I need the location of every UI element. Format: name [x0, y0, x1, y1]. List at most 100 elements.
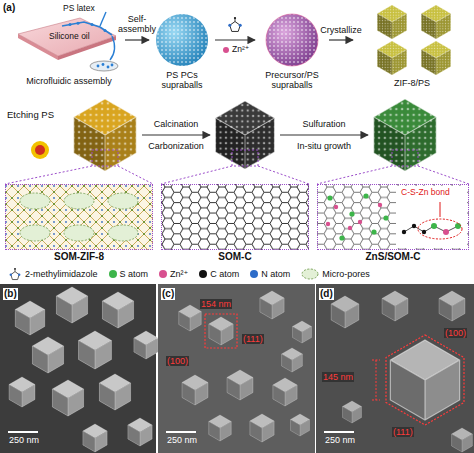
zns-carbon-lattice [396, 186, 467, 248]
annotation-label: 250 nm [324, 435, 356, 445]
sem-image-b [99, 374, 130, 410]
zif-framework [5, 184, 153, 250]
sem-image-b [56, 287, 87, 323]
precursor-supraball [266, 14, 318, 66]
zns-carbon-lattice [358, 220, 362, 224]
zns-carbon-lattice [326, 203, 382, 230]
legend-item: N atom [250, 269, 290, 279]
annotation-label: (100) [444, 328, 467, 338]
node-label: ZnS/SOM-C [312, 251, 474, 263]
detail-box: SOM-C [161, 184, 309, 250]
sem-image-b [15, 301, 44, 335]
precursor-supraball [266, 14, 318, 66]
microfluidic-chip [91, 23, 94, 26]
sem-image-b [0, 284, 156, 453]
sem-image-c [282, 348, 303, 372]
zoom-lines [5, 166, 153, 184]
zns-carbon-lattice [440, 202, 441, 217]
annotation-label: In-situ growth [296, 141, 352, 151]
zif-framework [20, 193, 138, 241]
zif-framework [108, 193, 138, 209]
legend-item: C atom [199, 269, 239, 279]
annotation-label: (d) [319, 288, 334, 300]
imidazole-icon [228, 17, 241, 32]
sem-image-b [9, 287, 158, 452]
legend-icon [8, 267, 22, 281]
legend-label: 2-methylimidazole [25, 269, 98, 279]
legend-item: Micro-pores [301, 267, 370, 281]
sem-image-d [316, 284, 474, 453]
polyhedra [374, 99, 436, 171]
node-label: SOM-ZIF-8 [0, 251, 158, 263]
sem-image-c [273, 378, 297, 406]
node-label: SOM-C [156, 251, 314, 263]
edge-label: Crystallize [320, 25, 362, 35]
legend-item: S atom [109, 269, 149, 279]
microfluidic-chip [18, 12, 118, 71]
zns-carbon-lattice [431, 223, 437, 229]
zns-carbon-lattice [418, 219, 462, 239]
sem-image-c [205, 314, 237, 348]
zoom-lines [92, 150, 118, 166]
zns-carbon-lattice [363, 193, 368, 198]
etching-icon [31, 141, 49, 159]
sem-image-b [52, 380, 83, 416]
process-arrows [142, 134, 210, 135]
microfluidic-chip [77, 22, 80, 25]
microfluidic-chip [69, 23, 72, 26]
legend-swatch [109, 270, 117, 278]
legend-label: Zn²⁺ [170, 269, 188, 279]
edge-label: Self-assembly [114, 14, 160, 35]
polyhedra [74, 99, 436, 171]
annotation-label: C-S-Zn bond [400, 188, 451, 198]
node-label: ZIF-8/PS [354, 78, 470, 88]
zns-carbon-lattice [422, 230, 426, 234]
ps-supraball [156, 14, 208, 66]
annotation-label: (111) [392, 427, 414, 437]
annotation-label: (100) [166, 356, 189, 366]
zif-framework [5, 184, 153, 250]
precursor-supraball [266, 14, 318, 66]
stage-node: PS PCs supraballs [150, 10, 214, 91]
legend-swatch [250, 270, 258, 278]
sem-image-d [331, 296, 359, 328]
annotation-label: PS latex [62, 4, 96, 14]
stage-node: ZIF-8/PS [354, 4, 470, 88]
legend-label: N atom [261, 269, 290, 279]
microfluidic-chip [104, 29, 107, 32]
zoom-lines [317, 166, 469, 184]
zoom-lines [392, 150, 418, 166]
process-arrow [125, 39, 149, 40]
carbon-lattice [161, 184, 309, 250]
legend-item: Zn²⁺ [159, 269, 188, 279]
annotation-label: 250 nm [8, 435, 40, 445]
annotation-label: Sulfuration [301, 119, 346, 129]
zif-crystals [421, 41, 450, 75]
stage-node: Microfluidic assembly [14, 4, 124, 86]
process-arrow [329, 39, 353, 40]
sem-image-b [9, 377, 35, 407]
legend-label: Micro-pores [322, 269, 370, 279]
annotation-label: (b) [3, 288, 18, 300]
sem-image-c [179, 291, 312, 442]
zns-carbon-lattice [412, 224, 416, 228]
microfluidic-chip [97, 65, 100, 68]
sem-image-d [439, 291, 465, 321]
zif-framework [108, 225, 138, 241]
zns-carbon-lattice [317, 184, 469, 250]
legend-icon [302, 269, 318, 279]
node-label: Precursor/PS supraballs [256, 70, 328, 91]
microfluidic-chip [111, 64, 114, 67]
zns-carbon-lattice [317, 184, 469, 250]
zoom-lines [232, 150, 258, 166]
sem-image-c [227, 370, 253, 400]
microfluidic-chip [110, 36, 115, 60]
sem-image-b [102, 292, 133, 328]
sem-image-d [316, 284, 474, 453]
polyhedra [216, 101, 275, 169]
zoom-lines [5, 150, 469, 184]
zns-carbon-lattice [326, 222, 330, 226]
annotation-label: 154 nm [200, 299, 232, 309]
precursor-supraball [266, 14, 318, 66]
